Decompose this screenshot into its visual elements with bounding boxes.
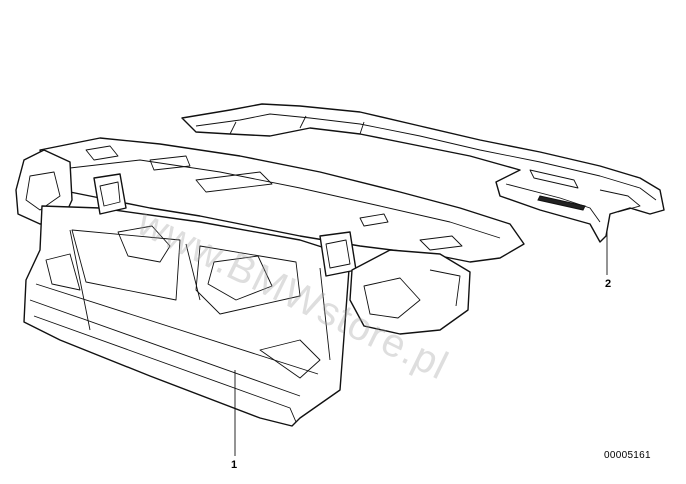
callout-2: 2 bbox=[605, 278, 612, 290]
part-1-rear-panel bbox=[15, 137, 525, 427]
callout-1: 1 bbox=[231, 459, 238, 471]
part-2-shelf-support bbox=[181, 103, 665, 243]
diagram-id: 00005161 bbox=[604, 450, 651, 461]
